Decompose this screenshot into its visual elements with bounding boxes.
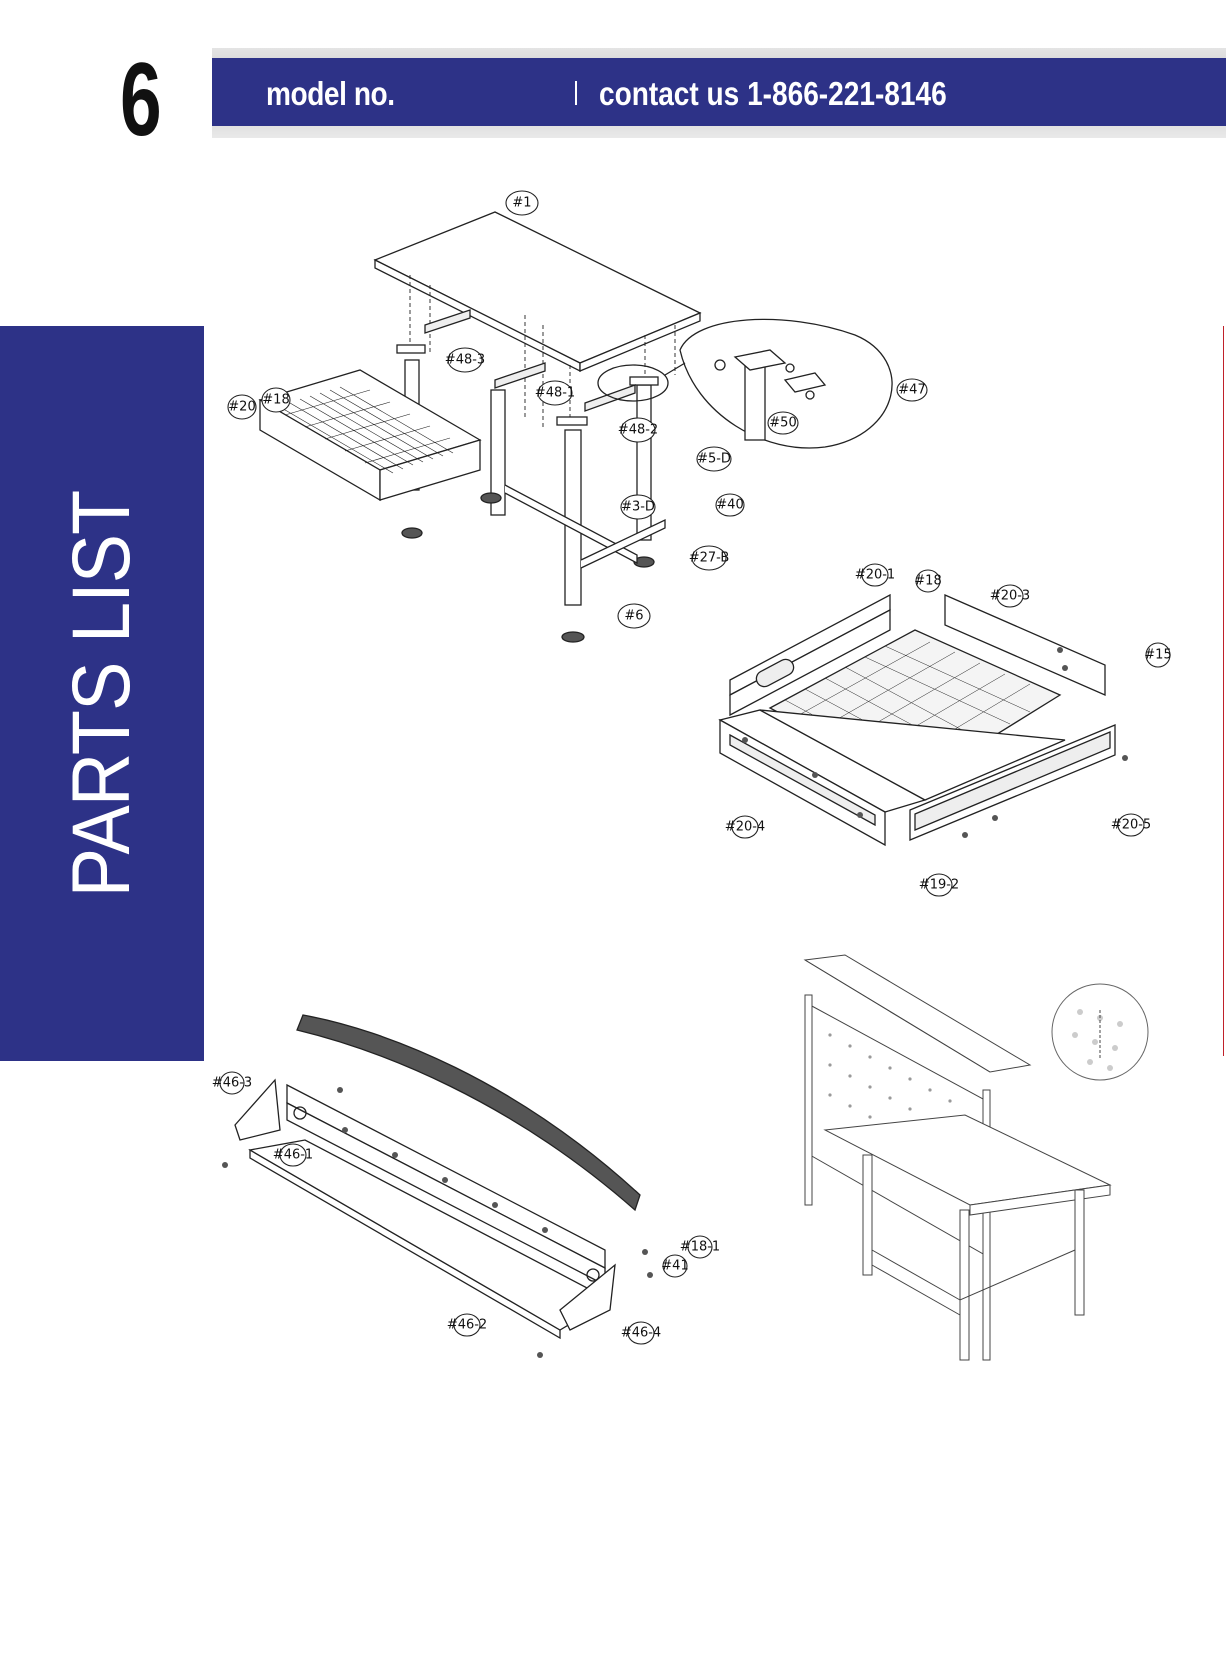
callout-46-1: #46-1 [273, 1148, 313, 1163]
callout-15: #15 [1144, 648, 1171, 663]
callout-18-1: #18-1 [680, 1240, 720, 1255]
callout-20-4: #20-4 [725, 820, 765, 835]
header-divider [575, 81, 577, 105]
callout-20-1: #20-1 [855, 568, 895, 583]
callout-46-2: #46-2 [447, 1318, 487, 1333]
page-number: 6 [120, 48, 160, 152]
callout-20: #20 [228, 400, 255, 415]
page-edge-line [1223, 326, 1224, 1056]
callout-46-3: #46-3 [212, 1076, 252, 1091]
callout-3-d: #3-D [621, 500, 655, 515]
pegboard-assembly-diagram [765, 950, 1165, 1430]
model-number-label: model no. [266, 75, 395, 113]
callout-40: #40 [716, 498, 743, 513]
callout-1: #1 [512, 196, 531, 211]
shelf-exploded-diagram: #46-3 #46-1 #18-1 #41 #46-4 #46-2 [215, 1000, 725, 1360]
callout-drawer-18: #18 [914, 574, 941, 589]
callout-6: #6 [624, 609, 643, 624]
callout-5-d: #5-D [697, 452, 731, 467]
callout-18: #18 [262, 393, 289, 408]
callout-48-2: #48-2 [618, 423, 658, 438]
drawer-exploded-diagram: #20-1 #18 #20-3 #15 #20-4 #19-2 #20-5 [715, 560, 1185, 900]
callout-48-1: #48-1 [535, 386, 575, 401]
callout-41: #41 [661, 1259, 688, 1274]
callout-47: #47 [898, 383, 925, 398]
callout-20-5: #20-5 [1111, 818, 1151, 833]
callout-20-3: #20-3 [990, 589, 1030, 604]
section-title: PARTS LIST [55, 490, 149, 897]
callout-46-4: #46-4 [621, 1326, 661, 1341]
section-tab: PARTS LIST [0, 326, 204, 1061]
callout-50: #50 [769, 416, 796, 431]
contact-phone: contact us 1-866-221-8146 [599, 75, 947, 113]
callout-19-2: #19-2 [919, 878, 959, 893]
callout-48-3: #48-3 [445, 353, 485, 368]
header-bar: model no. contact us 1-866-221-8146 [212, 58, 1226, 126]
